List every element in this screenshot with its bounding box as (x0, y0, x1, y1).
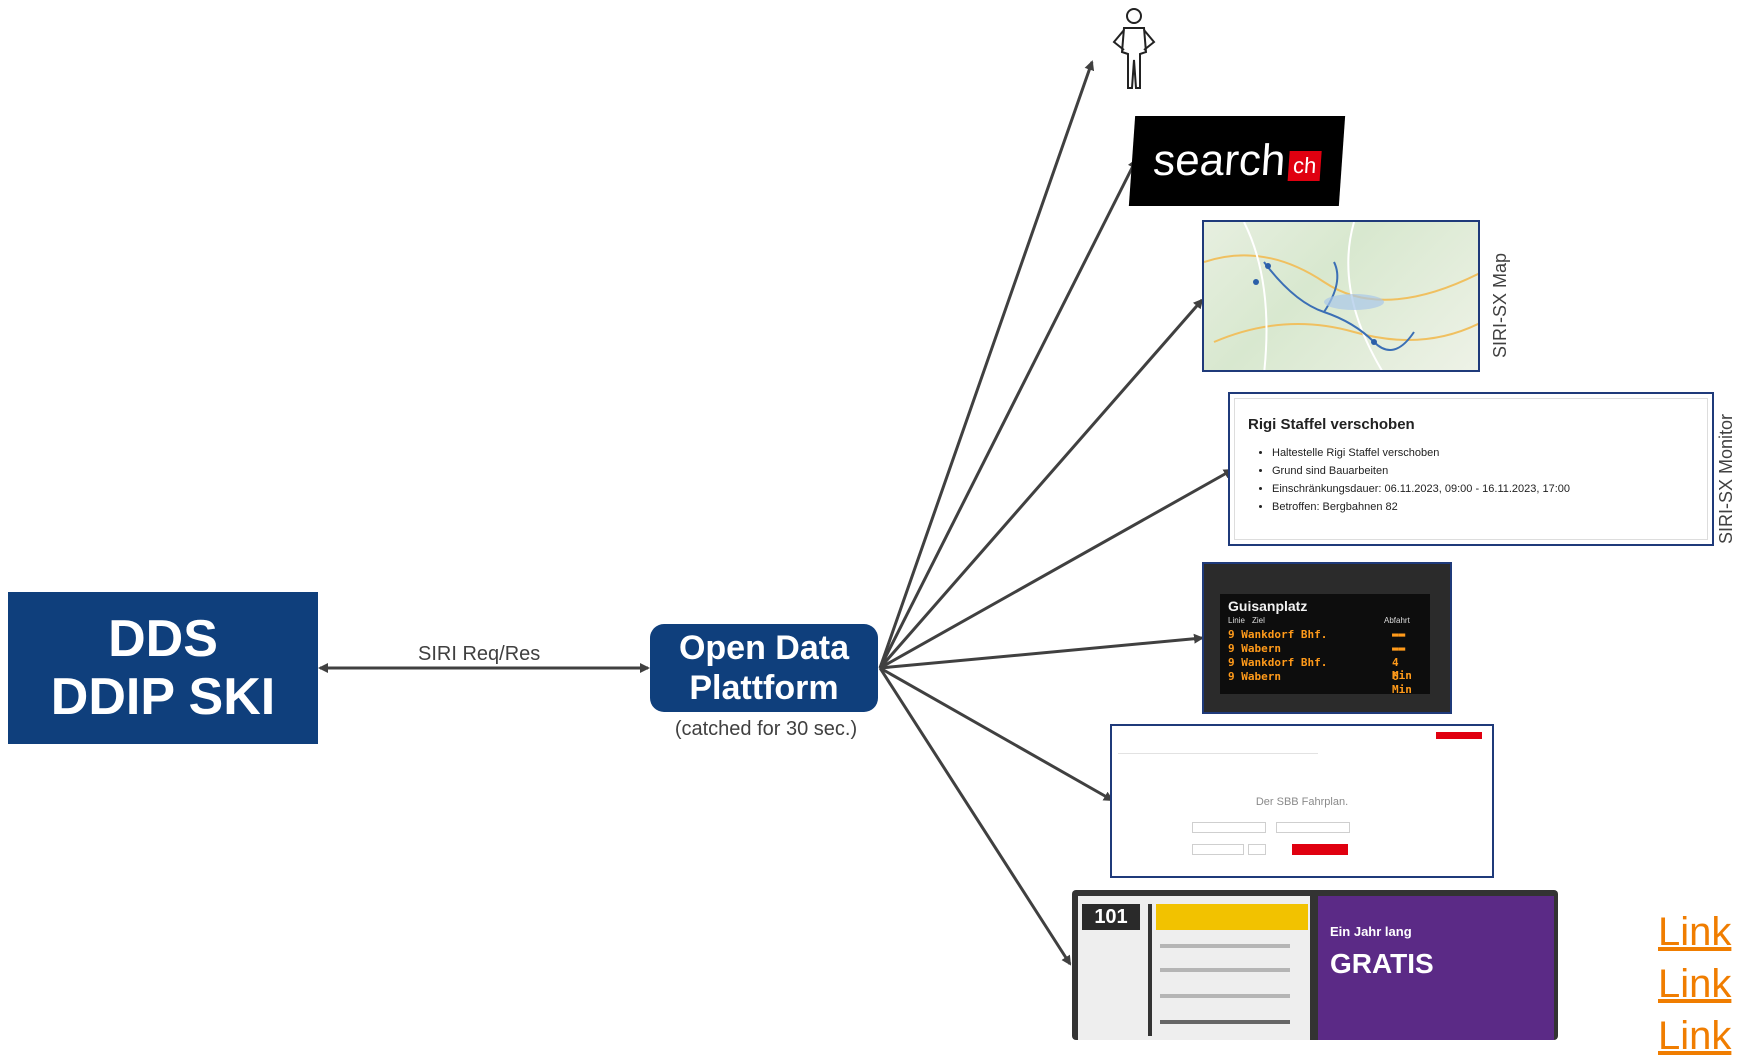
board-panel: Guisanplatz Linie Ziel Abfahrt 9 Wankdor… (1220, 594, 1430, 696)
monitor-item: Einschränkungsdauer: 06.11.2023, 09:00 -… (1272, 480, 1570, 498)
odp-line2: Plattform (689, 669, 839, 707)
route-line (1148, 904, 1152, 1036)
monitor-item: Grund sind Bauarbeiten (1272, 462, 1570, 480)
board-row-time: 4 Min (1392, 656, 1412, 682)
edge-to-board (879, 633, 1204, 670)
dds-node: DDS DDIP SKI (8, 592, 318, 744)
monitor-list: Haltestelle Rigi Staffel verschoben Grun… (1240, 444, 1570, 516)
sbb-nav (1118, 744, 1318, 754)
search-logo-main: search (1151, 136, 1288, 185)
stop-row (1160, 968, 1290, 972)
edge-to-map (878, 298, 1204, 669)
bus-line-screen: 101 (1078, 896, 1310, 1040)
monitor-item: Haltestelle Rigi Staffel verschoben (1272, 444, 1570, 462)
board-row-line: 9 (1228, 670, 1235, 683)
sbb-time-field (1248, 844, 1266, 855)
sbb-search-button (1292, 844, 1348, 855)
board-station: Guisanplatz (1228, 598, 1308, 614)
board-row-line: 9 (1228, 656, 1235, 669)
links: Link Link Link (1658, 906, 1731, 1062)
board-row-time: 6 Min (1392, 670, 1412, 696)
bus-destination-bar (1156, 904, 1308, 930)
board-col-line: Linie (1228, 616, 1245, 625)
stop-row (1160, 944, 1290, 948)
board-row-line: 9 (1228, 628, 1235, 641)
odp-caption: (catched for 30 sec.) (674, 718, 858, 740)
sbb-logo (1436, 732, 1482, 739)
board-row: 9 Wankdorf Bhf. 4 Min (1228, 656, 1412, 682)
map-label: SIRI-SX Map (1490, 252, 1510, 358)
edge-to-sbb (879, 666, 1114, 802)
map-graphic (1204, 222, 1478, 370)
monitor-label: SIRI-SX Monitor (1716, 413, 1736, 544)
board-row: 9 Wabern ▬▬ (1228, 642, 1405, 655)
board-col-dep: Abfahrt (1384, 616, 1410, 625)
board-row-dest: Wabern (1241, 642, 1281, 655)
connectors (318, 60, 1234, 966)
search-logo-suffix: ch (1288, 151, 1322, 181)
siri-label: SIRI Req/Res (418, 643, 541, 665)
bus-line-number: 101 (1082, 904, 1140, 930)
odp-node: Open Data Plattform (650, 624, 878, 712)
board-row: 9 Wankdorf Bhf. ▬▬ (1228, 628, 1405, 641)
board-row: 9 Wabern 6 Min (1228, 670, 1412, 696)
dds-line1: DDS (108, 610, 218, 668)
ad-hello: Ein Jahr lang (1330, 924, 1412, 939)
sbb-date-field (1192, 844, 1244, 855)
edge-to-screens (878, 667, 1072, 966)
person-icon (1112, 8, 1156, 89)
monitor-inner (1234, 398, 1708, 540)
link-3[interactable]: Link (1658, 1014, 1732, 1058)
sbb-from-field (1192, 822, 1266, 833)
link-1[interactable]: Link (1658, 910, 1732, 954)
sbb-timetable-image: Der SBB Fahrplan. (1110, 724, 1494, 878)
ad-headline: GRATIS (1330, 948, 1434, 979)
edge-to-person (878, 60, 1095, 669)
link-2[interactable]: Link (1658, 962, 1732, 1006)
edge-to-search (878, 158, 1138, 669)
sbb-to-field (1276, 822, 1350, 833)
edge-to-monitor (879, 468, 1234, 670)
bus-icon: ▬▬ (1392, 642, 1406, 655)
board-row-dest: Wankdorf Bhf. (1241, 656, 1328, 669)
siri-sx-map-image (1202, 220, 1480, 372)
board-row-line: 9 (1228, 642, 1235, 655)
odp-line1: Open Data (678, 629, 850, 667)
bus-icon: ▬▬ (1392, 628, 1406, 641)
bus-screens-image: 101 Ein Jahr lang GRATIS (1072, 890, 1558, 1040)
stop-row (1160, 994, 1290, 998)
sbb-heading: Der SBB Fahrplan. (1255, 796, 1349, 808)
board-col-dest: Ziel (1252, 616, 1265, 625)
stop-row (1160, 1020, 1290, 1024)
board-row-dest: Wabern (1241, 670, 1281, 683)
ad-screen: Ein Jahr lang GRATIS (1318, 896, 1554, 1040)
monitor-item: Betroffen: Bergbahnen 82 (1272, 498, 1570, 516)
monitor-title: Rigi Staffel verschoben (1248, 416, 1415, 433)
siri-sx-monitor: Rigi Staffel verschoben Haltestelle Rigi… (1228, 392, 1714, 546)
board-row-dest: Wankdorf Bhf. (1241, 628, 1328, 641)
departure-board-image: Guisanplatz Linie Ziel Abfahrt 9 Wankdor… (1202, 562, 1452, 714)
dds-line2: DDIP SKI (50, 668, 276, 726)
